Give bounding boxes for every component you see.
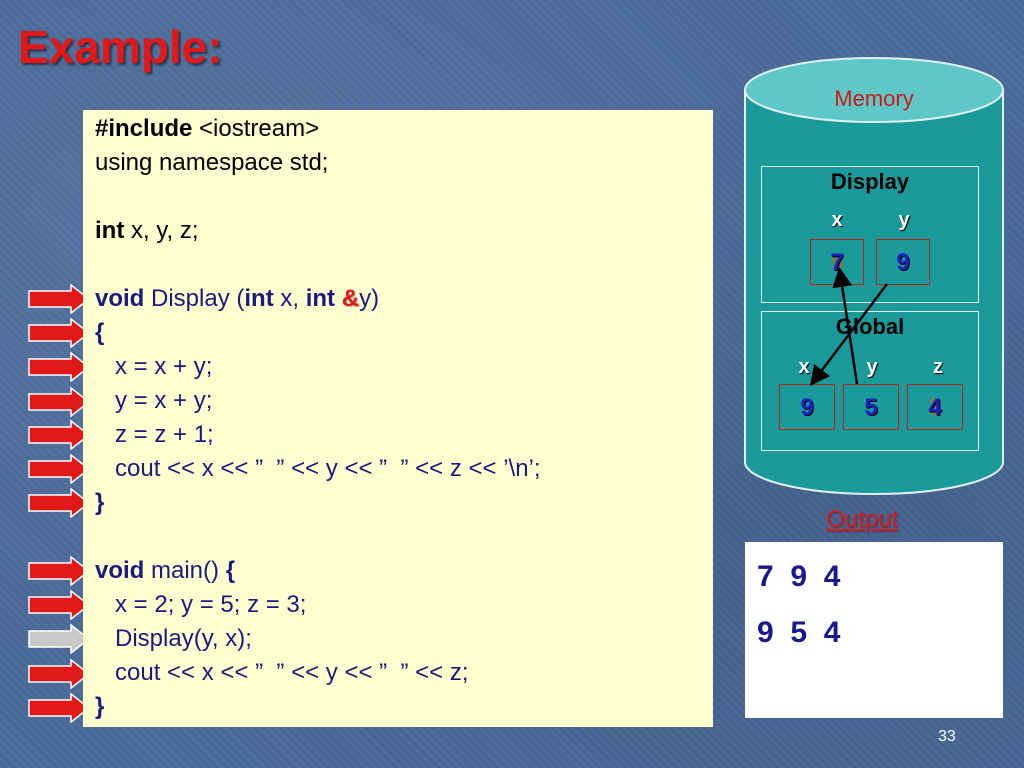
execution-arrow bbox=[27, 318, 91, 348]
display-x-cell: 5 7 bbox=[810, 239, 864, 285]
execution-arrow bbox=[27, 284, 91, 314]
output-panel: 7 9 4 9 5 4 bbox=[745, 542, 1003, 718]
execution-arrow bbox=[27, 590, 91, 620]
code-line-main-signature: void main() { bbox=[95, 557, 236, 584]
global-y-value: 5 bbox=[864, 394, 878, 421]
memory-diagram: Memory Display x y 5 7 9 Global x y z 9 … bbox=[743, 56, 1005, 496]
slide-title: Example: bbox=[18, 21, 223, 73]
code-line-open-brace: { bbox=[95, 319, 105, 346]
global-z-old-value: 3 bbox=[928, 394, 942, 421]
global-frame: Global x y z 9 5 3 4 bbox=[761, 311, 979, 451]
global-y-label: y bbox=[866, 356, 878, 378]
code-line-stmt: x = x + y; bbox=[95, 353, 213, 380]
code-line-stmt: Display(y, x); bbox=[95, 625, 252, 652]
display-y-cell: 9 bbox=[876, 239, 930, 285]
code-line-namespace: using namespace std; bbox=[95, 149, 329, 176]
code-listing: #include <iostream> using namespace std;… bbox=[83, 110, 713, 727]
code-line-close-brace: } bbox=[95, 693, 105, 720]
display-x-label: x bbox=[831, 209, 843, 231]
code-line-include: #include <iostream> bbox=[95, 115, 320, 142]
global-frame-title: Global bbox=[835, 314, 905, 339]
code-line-display-signature: void Display (int x, int &y) bbox=[95, 285, 380, 312]
code-line-globals: int x, y, z; bbox=[95, 217, 199, 244]
display-frame: Display x y 5 7 9 bbox=[761, 166, 979, 303]
global-y-cell: 5 bbox=[843, 384, 899, 430]
display-y-value: 9 bbox=[896, 249, 910, 276]
display-y-label: y bbox=[898, 209, 910, 231]
execution-arrow bbox=[27, 352, 91, 382]
code-line-stmt: y = x + y; bbox=[95, 387, 213, 414]
global-z-label: z bbox=[933, 356, 943, 378]
output-line: 9 5 4 bbox=[757, 616, 841, 649]
global-x-value: 9 bbox=[800, 394, 814, 421]
global-z-value: 4 bbox=[928, 394, 942, 421]
code-line-close-brace: } bbox=[95, 489, 105, 516]
global-x-label: x bbox=[798, 356, 810, 378]
code-line-stmt: cout << x << ” ” << y << ” ” << z; bbox=[95, 659, 469, 686]
code-line-stmt: cout << x << ” ” << y << ” ” << z << ’\n… bbox=[95, 455, 541, 482]
execution-arrow bbox=[27, 693, 91, 723]
memory-label: Memory bbox=[834, 86, 914, 111]
reference-ampersand: & bbox=[341, 285, 360, 312]
execution-arrow bbox=[27, 659, 91, 689]
execution-arrow bbox=[27, 454, 91, 484]
code-line-blank bbox=[95, 520, 713, 554]
execution-arrow-current bbox=[27, 624, 91, 654]
page-number: 33 bbox=[938, 728, 956, 745]
code-line-stmt: x = 2; y = 5; z = 3; bbox=[95, 591, 307, 618]
global-x-cell: 9 bbox=[779, 384, 835, 430]
execution-arrow bbox=[27, 488, 91, 518]
global-z-cell: 3 4 bbox=[907, 384, 963, 430]
display-frame-title: Display bbox=[830, 169, 910, 194]
execution-arrow bbox=[27, 420, 91, 450]
output-line: 7 9 4 bbox=[757, 560, 841, 593]
code-line-blank bbox=[95, 180, 713, 214]
execution-arrow bbox=[27, 387, 91, 417]
output-label: Output bbox=[826, 506, 899, 533]
code-line-stmt: z = z + 1; bbox=[95, 421, 214, 448]
display-x-value: 7 bbox=[830, 249, 844, 276]
execution-arrow bbox=[27, 556, 91, 586]
code-line-blank bbox=[95, 248, 713, 282]
